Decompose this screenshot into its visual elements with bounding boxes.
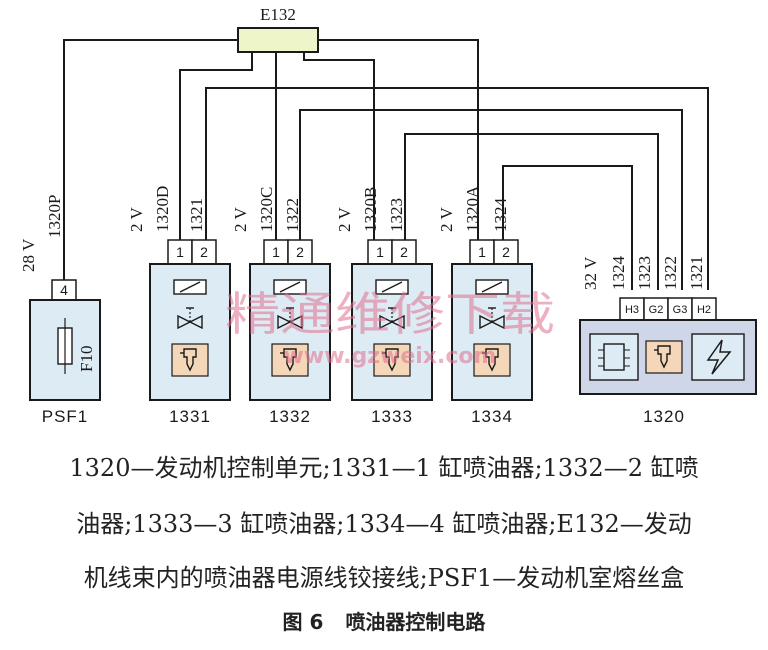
solenoid-icon [173, 279, 207, 295]
injector-pin-2: 2 [502, 244, 510, 260]
injector-1334: 1 2 2 V 1320A 1324 1334 [437, 185, 533, 426]
injector-wire2: 1322 [283, 198, 302, 232]
injector-pin-2: 2 [296, 244, 304, 260]
wire-1320P [63, 39, 240, 280]
fuse-box-voltage: 28 V [19, 238, 38, 272]
ecu-name: 1320 [643, 407, 685, 426]
injector-wire1: 1320B [361, 187, 380, 232]
injector-name: 1334 [471, 407, 513, 426]
wire-1320A [316, 39, 479, 264]
injector-pin-1: 1 [176, 244, 184, 260]
injector-1333: 1 2 2 V 1320B 1323 1333 [335, 187, 433, 426]
injector-wire1: 1320C [257, 187, 276, 232]
wire-1320D [179, 52, 253, 264]
injector-wire2: 1321 [187, 198, 206, 232]
splice-box [237, 27, 319, 53]
ecu-pin: H3 [625, 304, 639, 316]
injector-voltage: 2 V [437, 207, 456, 232]
legend-line-2: 油器;1333—3 缸喷油器;1334—4 缸喷油器;E132—发动 [76, 510, 692, 538]
injector-wire1: 1320D [153, 186, 172, 232]
ecu-pin: H2 [697, 304, 711, 316]
figure-number: 图 6 [282, 610, 324, 634]
injector-wire2: 1323 [387, 198, 406, 232]
ecu-pin: G3 [673, 304, 688, 316]
injector-pin-1: 1 [272, 244, 280, 260]
ecu-1320: H3 G2 G3 H2 32 V 1324 1323 1322 1321 132… [579, 256, 757, 426]
injector-name: 1331 [169, 407, 211, 426]
fuse-box-wire: 1320P [45, 195, 64, 238]
wire-1324 [502, 165, 633, 290]
injector-pin-2: 2 [200, 244, 208, 260]
fuse-box-psf1: 4 F10 28 V 1320P PSF1 [19, 195, 101, 426]
injector-icon [645, 340, 683, 374]
ecu-wire: 1321 [687, 256, 706, 290]
wire-1321 [205, 87, 709, 290]
nozzle-icon [171, 343, 209, 377]
fuse-label: F10 [77, 346, 96, 372]
fuse-box-name: PSF1 [42, 407, 89, 426]
ecu-wire: 1322 [661, 256, 680, 290]
injector-name: 1333 [371, 407, 413, 426]
injector-pin-1: 1 [376, 244, 384, 260]
wire-1323 [404, 133, 659, 290]
legend-line-1: 1320—发动机控制单元;1331—1 缸喷油器;1332—2 缸喷 [69, 454, 699, 482]
injector-pin-1: 1 [478, 244, 486, 260]
injector-voltage: 2 V [335, 207, 354, 232]
injector-name: 1332 [269, 407, 311, 426]
injector-wire2: 1324 [491, 198, 510, 233]
injector-pin-2: 2 [400, 244, 408, 260]
figure-caption: 图 6 喷油器控制电路 [0, 606, 768, 635]
ecu-wire: 1324 [609, 256, 628, 291]
watermark-url: www.gzweix.com [284, 344, 497, 369]
wire-1322 [299, 109, 683, 290]
lightning-icon [691, 333, 745, 381]
fuse-box-pin: 4 [60, 282, 68, 298]
ecu-voltage: 32 V [581, 256, 600, 290]
legend-line-3: 机线束内的喷油器电源线铰接线;PSF1—发动机室熔丝盒 [83, 564, 685, 592]
wire-1320B [303, 52, 375, 264]
splice-label: E132 [260, 5, 296, 24]
injector-voltage: 2 V [231, 207, 250, 232]
splice-e132: E132 [237, 5, 319, 53]
ecu-wire: 1323 [635, 256, 654, 290]
chip-icon [589, 333, 639, 381]
injector-1332: 1 2 2 V 1320C 1322 1332 [231, 187, 331, 426]
wires [63, 39, 709, 290]
figure-title: 喷油器控制电路 [345, 610, 486, 634]
injector-1331: 1 2 2 V 1320D 1321 1331 [127, 186, 231, 426]
ecu-pin: G2 [649, 304, 664, 316]
injector-wire1: 1320A [463, 185, 482, 232]
watermark-text: 精通维修下载 [225, 287, 555, 341]
injector-voltage: 2 V [127, 207, 146, 232]
